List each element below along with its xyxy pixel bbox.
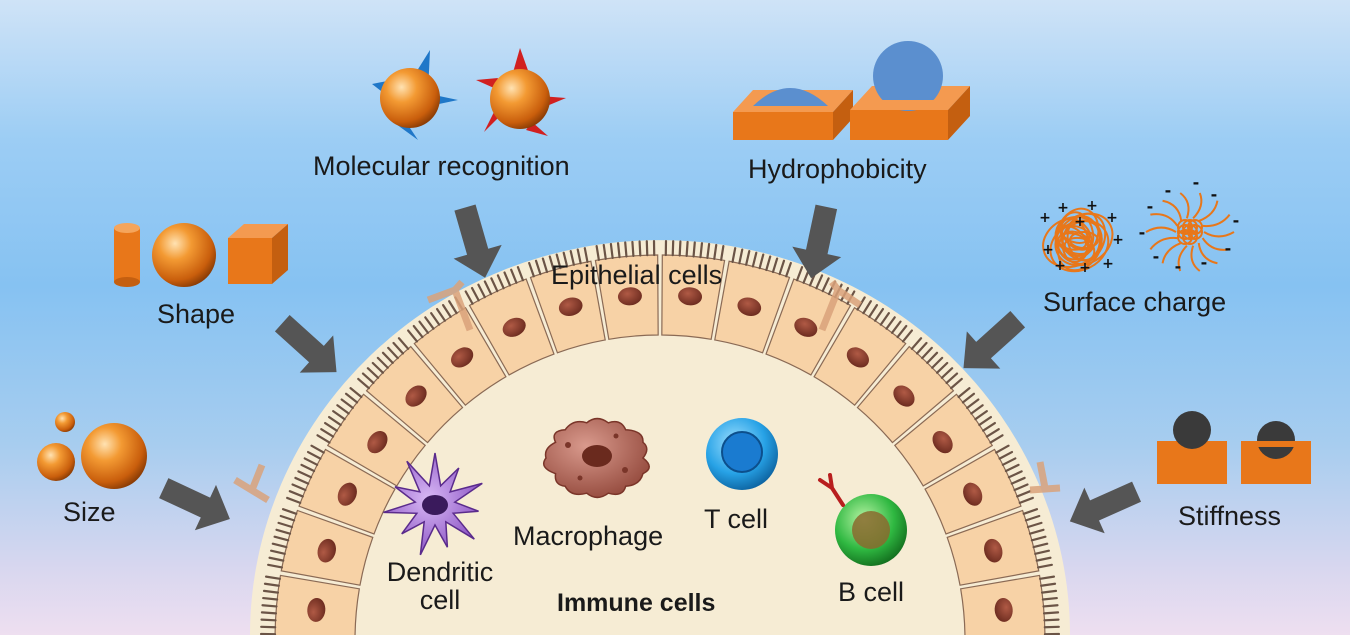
cell-nucleus <box>451 347 474 368</box>
negative-charge-sign: - <box>1175 257 1182 276</box>
dendritic-cell-icon <box>383 452 483 556</box>
cell-nucleus <box>994 597 1013 622</box>
droplet-block-icon <box>733 88 853 140</box>
cell-nucleus <box>405 385 427 407</box>
t-cell-icon <box>706 418 778 490</box>
microvilli <box>957 387 1004 444</box>
positive-charge-sign: + <box>1079 260 1091 276</box>
charged-nanoparticle-icon: ++++++++++ <box>1039 198 1124 276</box>
molecular-recognition-label: Molecular recognition <box>313 151 570 181</box>
cell-nucleus <box>794 317 818 337</box>
arrow-icon <box>153 465 241 542</box>
cell-nucleus <box>893 385 915 407</box>
microvilli <box>267 508 298 569</box>
droplet-block-icon <box>850 41 970 140</box>
microvilli <box>910 337 963 390</box>
sphere-icon <box>81 423 147 489</box>
antibody-icon <box>818 473 845 507</box>
microvilli <box>464 266 524 305</box>
negative-charge-sign: - <box>1139 223 1146 242</box>
dendritic-label-line1: Dendritic <box>386 557 494 587</box>
positive-charge-sign: + <box>1086 198 1098 214</box>
cell-nucleus <box>846 347 869 368</box>
ligand-particle-icon <box>476 48 566 136</box>
microvilli <box>357 337 410 390</box>
cell-nucleus <box>737 297 762 316</box>
negative-charge-sign: - <box>1225 239 1232 258</box>
positive-charge-sign: + <box>1074 214 1086 230</box>
t-cell-label: T cell <box>704 504 769 534</box>
microvilli <box>528 247 589 278</box>
cell-nucleus <box>963 482 983 506</box>
stiff-block-icon <box>1241 421 1311 484</box>
microvilli <box>595 239 656 261</box>
immune-cells-label: Immune cells <box>557 589 716 617</box>
sphere-icon <box>37 443 75 481</box>
arrow-icon <box>1059 468 1147 545</box>
microvilli <box>995 444 1034 504</box>
macrophage-label: Macrophage <box>513 521 664 551</box>
surface-charge-label: Surface charge <box>1043 287 1227 317</box>
junction-marks <box>233 279 1061 503</box>
negative-charge-sign: - <box>1165 181 1172 200</box>
microvilli <box>664 239 725 261</box>
hydrophobicity-label: Hydrophobicity <box>748 154 927 184</box>
microvilli <box>1039 575 1061 635</box>
cell-nucleus <box>317 538 336 563</box>
b-cell-label: B cell <box>838 577 905 607</box>
cell-nucleus <box>617 287 642 306</box>
cell-nucleus <box>337 482 357 506</box>
negative-charge-sign: - <box>1233 211 1240 230</box>
dendritic-cell-label: Dendritic cell <box>375 558 505 615</box>
macrophage-icon <box>543 417 650 499</box>
negative-charge-sign: - <box>1147 197 1154 216</box>
sphere-icon <box>55 412 75 432</box>
cell-nucleus <box>307 597 326 622</box>
arrow-icon <box>265 304 354 391</box>
positive-charge-sign: + <box>1102 256 1114 272</box>
cell-nucleus <box>558 297 583 316</box>
positive-charge-sign: + <box>1054 258 1066 274</box>
charged-nanoparticle-icon: ---------- <box>1139 173 1240 276</box>
dendritic-label-line2: cell <box>419 585 461 616</box>
positive-charge-sign: + <box>1112 232 1124 248</box>
stiff-block-icon <box>1157 411 1227 484</box>
ligand-particle-icon <box>372 50 458 140</box>
microvilli <box>286 444 325 504</box>
positive-charge-sign: + <box>1057 200 1069 216</box>
negative-charge-sign: - <box>1153 247 1160 266</box>
negative-charge-sign: - <box>1211 185 1218 204</box>
shape-label: Shape <box>157 299 236 329</box>
size-label: Size <box>63 497 116 527</box>
cell-nucleus <box>502 317 526 337</box>
epithelial-layer <box>259 239 1061 635</box>
cell-nucleus <box>984 538 1003 563</box>
positive-charge-sign: + <box>1042 242 1054 258</box>
microvilli <box>731 247 792 278</box>
b-cell-icon <box>835 494 907 566</box>
sphere-icon <box>152 223 216 287</box>
negative-charge-sign: - <box>1193 173 1200 192</box>
microvilli <box>316 387 363 444</box>
negative-charge-sign: - <box>1201 253 1208 272</box>
microvilli <box>259 575 281 635</box>
cylinder-icon <box>114 223 140 287</box>
positive-charge-sign: + <box>1106 210 1118 226</box>
positive-charge-sign: + <box>1039 210 1051 226</box>
cell-nucleus <box>678 287 703 306</box>
cube-icon <box>228 224 288 284</box>
stiffness-label: Stiffness <box>1178 501 1282 531</box>
epithelial-cells-label: Epithelial cells <box>551 260 723 290</box>
microvilli <box>1022 508 1053 569</box>
cell-nucleus <box>932 431 953 454</box>
microvilli <box>856 296 913 343</box>
cell-nucleus <box>367 431 388 454</box>
